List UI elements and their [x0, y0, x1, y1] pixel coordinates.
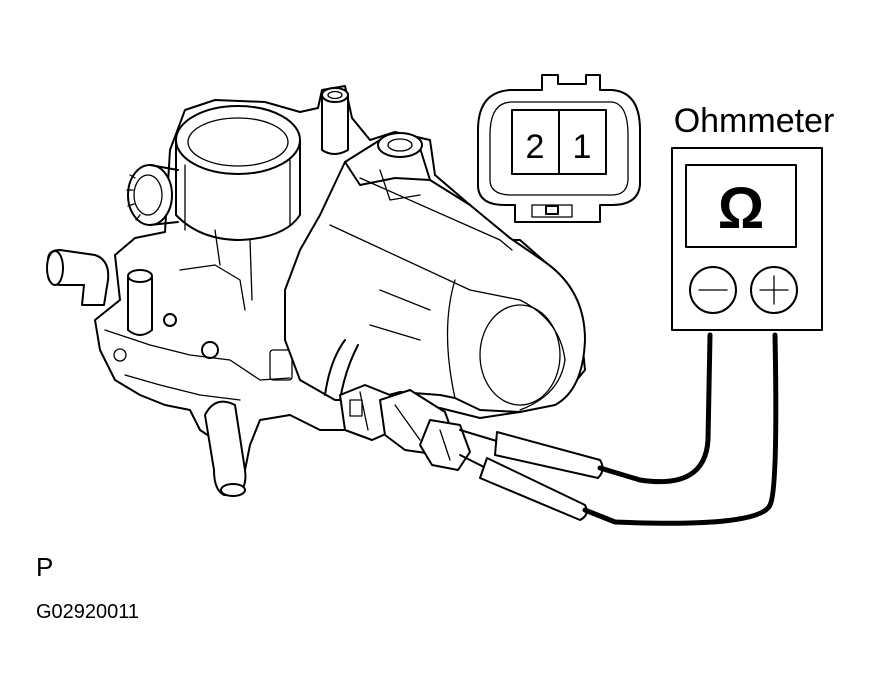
- harness-wire-a: [324, 339, 346, 396]
- harness-connector: [339, 384, 471, 471]
- minus-terminal-icon: [689, 266, 737, 314]
- left-side-sensor: [126, 164, 179, 226]
- ohm-symbol: Ω: [718, 176, 765, 241]
- throttle-body-assembly: [46, 85, 586, 497]
- lower-left-pipe: [127, 277, 153, 336]
- ohmmeter-title: Ohmmeter: [674, 102, 835, 140]
- ohmmeter-display: [685, 164, 797, 248]
- terminal-2-label: 2: [526, 128, 545, 166]
- negative-test-lead: [597, 332, 713, 485]
- positive-test-lead: [582, 332, 779, 526]
- view-letter: P: [36, 552, 53, 582]
- terminal-1-label: 1: [573, 128, 592, 166]
- connector-face-view: 2 1: [477, 74, 641, 223]
- top-hose-nipple: [321, 94, 349, 155]
- plus-terminal-icon: [750, 266, 798, 314]
- ohmmeter: Ohmmeter Ω: [671, 102, 835, 331]
- figure-code: G02920011: [36, 601, 139, 623]
- test-probe-negative: [459, 429, 604, 479]
- test-probe-positive: [459, 454, 588, 521]
